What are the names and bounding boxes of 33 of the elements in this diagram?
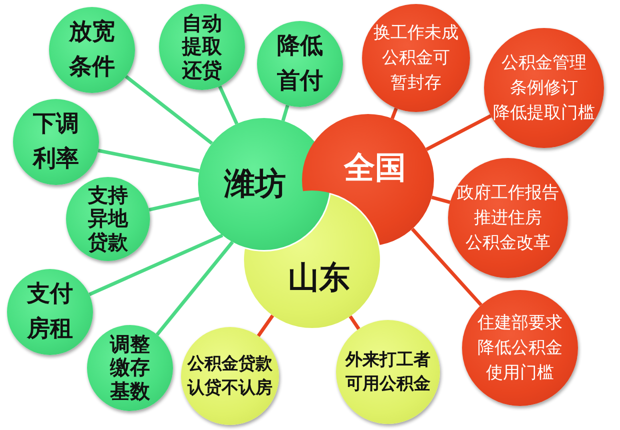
topic-circle	[66, 177, 150, 261]
topic-text: 住建部要求降低公积金使用门槛	[478, 312, 562, 384]
connector-line	[390, 108, 398, 120]
topic-circle	[87, 325, 173, 411]
topic-text: 支付房租	[27, 280, 73, 344]
topic-text: 换工作未成公积金可暂封存	[374, 22, 458, 94]
topic-text: 放宽条件	[69, 18, 115, 82]
connector-line	[218, 85, 238, 125]
connector-line	[431, 196, 451, 204]
connector-line	[148, 196, 200, 212]
topic-text: 自动提取还贷	[182, 12, 222, 82]
topic-text: 公积金管理条例修订降低提取门槛	[493, 52, 595, 124]
connector-line	[156, 240, 234, 336]
connector-line	[98, 148, 200, 173]
topic-text: 调整缴存基数	[110, 332, 150, 404]
connector-line	[348, 315, 360, 330]
topic-text: 下调利率	[33, 110, 79, 174]
connector-line	[256, 314, 274, 337]
topic-text: 支持异地贷款	[88, 184, 128, 254]
connector-line	[411, 228, 482, 306]
topic-circle	[13, 99, 99, 185]
connector-line	[124, 75, 213, 145]
topic-text: 公积金贷款认贷不认房	[188, 353, 272, 400]
connector-line	[426, 114, 492, 151]
topic-text: 降低首付	[277, 32, 323, 96]
topic-text: 政府工作报告推进住房公积金改革	[457, 182, 559, 254]
region-title: 山东	[288, 260, 350, 296]
region-title: 全国	[344, 150, 406, 186]
connector-line	[281, 104, 290, 122]
topic-text: 外来打工者可用公积金	[346, 349, 430, 396]
topic-circle	[336, 320, 440, 424]
region-title: 潍坊	[224, 166, 286, 202]
connector-line	[88, 234, 224, 296]
